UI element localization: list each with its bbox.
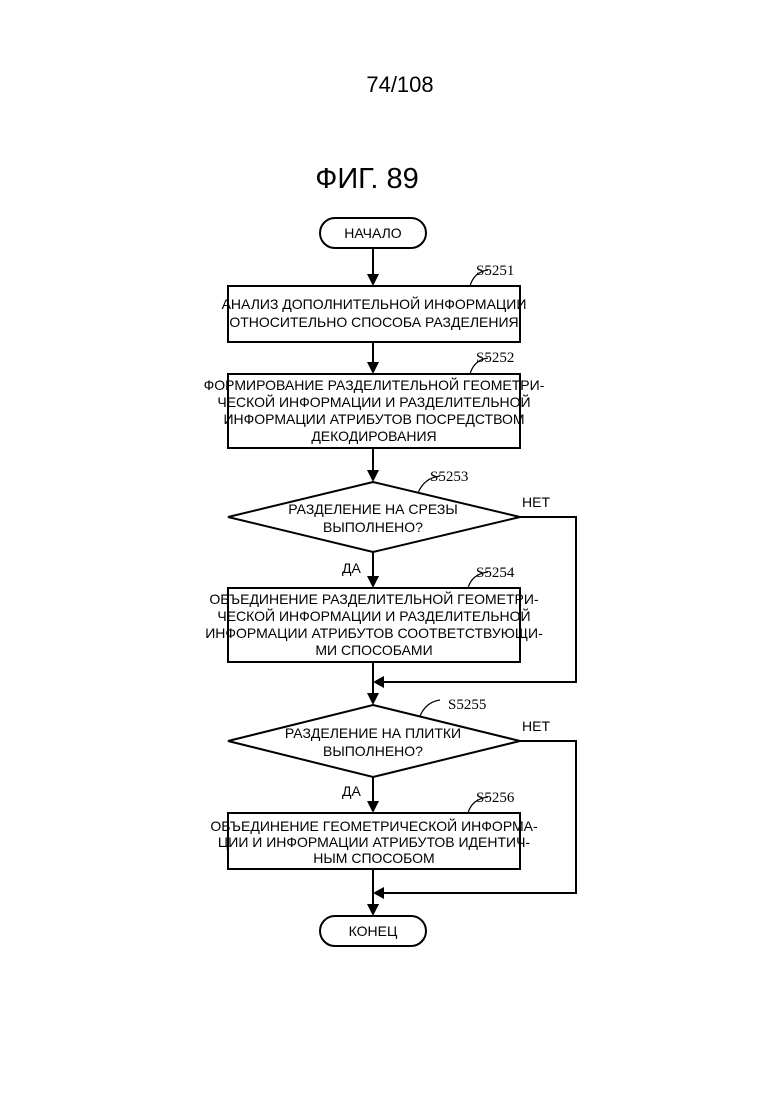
process-s5251: АНАЛИЗ ДОПОЛНИТЕЛЬНОЙ ИНФОРМАЦИИ ОТНОСИТ… bbox=[222, 286, 527, 342]
arrowhead bbox=[367, 274, 379, 286]
process-s5256-line: НЫМ СПОСОБОМ bbox=[313, 850, 434, 866]
arrowhead bbox=[367, 693, 379, 705]
branch-no-label-s5253: НЕТ bbox=[522, 494, 550, 510]
start-terminal: НАЧАЛО bbox=[320, 218, 426, 248]
process-s5252-line: ФОРМИРОВАНИЕ РАЗДЕЛИТЕЛЬНОЙ ГЕОМЕТРИ- bbox=[204, 376, 545, 393]
end-label: КОНЕЦ bbox=[349, 923, 398, 939]
arrowhead bbox=[367, 362, 379, 374]
end-terminal: КОНЕЦ bbox=[320, 916, 426, 946]
step-label-s5255: S5255 bbox=[448, 697, 486, 713]
step-label-s5253: S5253 bbox=[430, 469, 468, 485]
decision-s5253-line: РАЗДЕЛЕНИЕ НА СРЕЗЫ bbox=[288, 501, 457, 517]
arrowhead bbox=[373, 676, 384, 688]
process-s5251-line: АНАЛИЗ ДОПОЛНИТЕЛЬНОЙ ИНФОРМАЦИИ bbox=[222, 295, 527, 312]
decision-s5253-line: ВЫПОЛНЕНО? bbox=[323, 519, 423, 535]
step-label-s5256: S5256 bbox=[476, 790, 515, 806]
process-s5256-line: ЦИИ И ИНФОРМАЦИИ АТРИБУТОВ ИДЕНТИЧ- bbox=[218, 834, 531, 850]
process-s5254-line: ОБЪЕДИНЕНИЕ РАЗДЕЛИТЕЛЬНОЙ ГЕОМЕТРИ- bbox=[209, 590, 539, 607]
branch-no-label-s5255: НЕТ bbox=[522, 718, 550, 734]
process-s5254-line: ИНФОРМАЦИИ АТРИБУТОВ СООТВЕТСТВУЮЩИ- bbox=[205, 625, 543, 641]
arrowhead bbox=[367, 470, 379, 482]
step-label-s5252: S5252 bbox=[476, 350, 514, 366]
process-s5254-line: МИ СПОСОБАМИ bbox=[315, 642, 432, 658]
process-s5254-line: ЧЕСКОЙ ИНФОРМАЦИИ И РАЗДЕЛИТЕЛЬНОЙ bbox=[217, 607, 530, 624]
process-s5251-line: ОТНОСИТЕЛЬНО СПОСОБА РАЗДЕЛЕНИЯ bbox=[229, 314, 518, 330]
decision-s5255-line: ВЫПОЛНЕНО? bbox=[323, 743, 423, 759]
decision-diamond-s5253 bbox=[228, 482, 520, 552]
decision-diamond-s5255 bbox=[228, 705, 520, 777]
process-s5252: ФОРМИРОВАНИЕ РАЗДЕЛИТЕЛЬНОЙ ГЕОМЕТРИ- ЧЕ… bbox=[204, 374, 545, 448]
process-s5252-line: ЧЕСКОЙ ИНФОРМАЦИИ И РАЗДЕЛИТЕЛЬНОЙ bbox=[217, 393, 530, 410]
arrowhead bbox=[367, 801, 379, 813]
process-s5256-line: ОБЪЕДИНЕНИЕ ГЕОМЕТРИЧЕСКОЙ ИНФОРМА- bbox=[210, 817, 538, 834]
step-label-s5251: S5251 bbox=[476, 263, 514, 279]
step-leader-s5255 bbox=[420, 700, 440, 716]
process-s5256: ОБЪЕДИНЕНИЕ ГЕОМЕТРИЧЕСКОЙ ИНФОРМА- ЦИИ … bbox=[210, 813, 538, 869]
decision-s5255-line: РАЗДЕЛЕНИЕ НА ПЛИТКИ bbox=[285, 725, 461, 741]
step-label-s5254: S5254 bbox=[476, 565, 515, 581]
branch-yes-label-s5253: ДА bbox=[342, 560, 361, 576]
branch-yes-label-s5255: ДА bbox=[342, 783, 361, 799]
arrowhead bbox=[373, 887, 384, 899]
process-s5254: ОБЪЕДИНЕНИЕ РАЗДЕЛИТЕЛЬНОЙ ГЕОМЕТРИ- ЧЕС… bbox=[205, 588, 543, 662]
figure-title: ФИГ. 89 bbox=[315, 163, 418, 195]
process-s5252-line: ДЕКОДИРОВАНИЯ bbox=[311, 428, 436, 444]
arrowhead bbox=[367, 904, 379, 916]
arrowhead bbox=[367, 576, 379, 588]
page-number: 74/108 bbox=[366, 72, 433, 97]
start-label: НАЧАЛО bbox=[344, 225, 402, 241]
process-s5252-line: ИНФОРМАЦИИ АТРИБУТОВ ПОСРЕДСТВОМ bbox=[223, 411, 524, 427]
decision-s5253: РАЗДЕЛЕНИЕ НА СРЕЗЫ ВЫПОЛНЕНО? bbox=[228, 482, 520, 552]
decision-s5255: РАЗДЕЛЕНИЕ НА ПЛИТКИ ВЫПОЛНЕНО? bbox=[228, 705, 520, 777]
